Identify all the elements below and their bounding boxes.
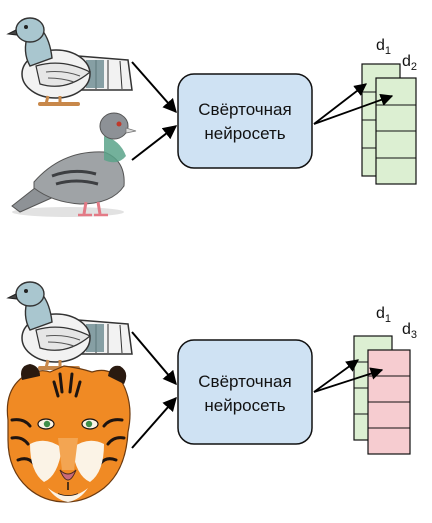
- panel-top: Свёрточная нейросеть d1 d2: [6, 17, 417, 217]
- vector-b-label: d3: [402, 321, 417, 341]
- network-label-line1: Свёрточная: [198, 100, 291, 119]
- arrow-output-a: [313, 359, 360, 393]
- vector-a-label: d1: [376, 37, 391, 57]
- arrow-input-1: [131, 61, 177, 114]
- pigeon-cartoon-icon: [6, 281, 133, 370]
- vector-b-label: d2: [402, 53, 417, 73]
- network-label-line2: нейросеть: [204, 124, 285, 143]
- network-label-line1: Свёрточная: [198, 372, 291, 391]
- tiger-face-icon: [6, 364, 131, 503]
- vector-a-label: d1: [376, 305, 391, 325]
- pigeon-cartoon-icon: [6, 17, 133, 106]
- arrow-output-a: [313, 83, 367, 125]
- arrow-input-3: [131, 331, 177, 386]
- panel-bottom: Свёрточная нейросеть d1 d3: [6, 281, 417, 503]
- network-box: [177, 73, 313, 169]
- arrow-input-2: [131, 125, 178, 161]
- arrow-output-b: [313, 367, 384, 393]
- arrow-output-b: [313, 93, 394, 125]
- pigeon-photo-icon: [11, 112, 137, 217]
- network-box: [177, 339, 313, 445]
- network-label-line2: нейросеть: [204, 396, 285, 415]
- vector-b-bottom: [367, 349, 411, 455]
- arrow-input-4: [131, 396, 177, 449]
- vector-b-top: [375, 77, 417, 185]
